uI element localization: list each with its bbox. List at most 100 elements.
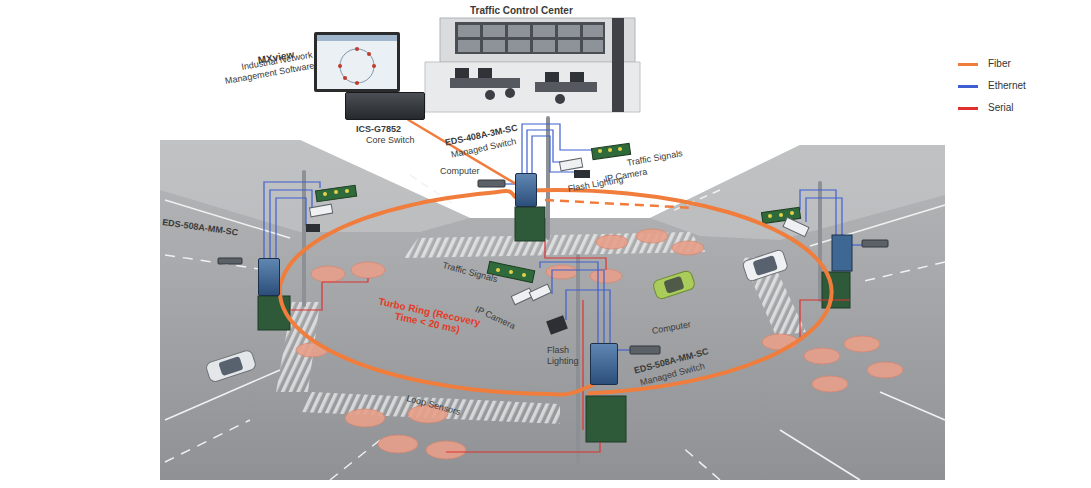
pole — [818, 183, 822, 300]
loop-sensor — [762, 334, 798, 350]
road — [160, 140, 945, 480]
legend-text: Ethernet — [988, 80, 1026, 92]
legend-swatch — [958, 107, 978, 110]
signal-lamp — [345, 189, 349, 193]
fiber-ring — [525, 190, 832, 393]
fiber-ring — [525, 190, 832, 393]
ethernet-wire — [522, 124, 592, 175]
monitor-screen — [367, 52, 371, 56]
control-room — [455, 68, 469, 78]
device-label: Computer — [440, 166, 480, 177]
control-room — [545, 72, 559, 82]
control-room — [483, 40, 505, 52]
fiber-dashed — [545, 200, 695, 208]
signal-lamp — [608, 148, 612, 152]
loop-sensor — [804, 348, 840, 364]
loop-sensor — [351, 262, 385, 278]
managed-switch: EDS-508A-MM-SCManaged Switch — [590, 343, 618, 385]
control-room — [450, 78, 520, 88]
switch — [832, 235, 852, 271]
control-room — [535, 82, 597, 92]
signal-lamp — [522, 273, 526, 277]
loop-sensor — [590, 269, 622, 283]
device-label: Traffic Signals — [626, 148, 684, 169]
node-title: ICS-G7852 — [356, 124, 401, 135]
legend-text: Fiber — [988, 58, 1011, 70]
loop-sensor — [426, 441, 466, 459]
car — [652, 270, 696, 300]
serial-wire — [290, 282, 322, 310]
managed-switch: EDS-508A-MM-SC — [258, 258, 280, 296]
legend-text: Serial — [988, 102, 1014, 114]
node-title: Traffic Control Center — [470, 5, 573, 16]
crosswalk — [276, 232, 806, 424]
signal-lamp — [790, 211, 794, 215]
ip-camera — [309, 204, 332, 217]
monitor-screen — [372, 64, 376, 68]
control-room — [583, 40, 603, 52]
cabinet — [822, 272, 850, 308]
monitor-screen — [317, 35, 397, 41]
computer — [478, 180, 505, 187]
ethernet-wire — [552, 270, 604, 343]
ethernet-wire — [276, 198, 306, 258]
monitor-screen — [317, 35, 397, 89]
control-room — [483, 25, 505, 37]
control-room — [425, 62, 640, 112]
control-room — [478, 68, 492, 78]
ip-camera — [309, 158, 809, 305]
control-room — [558, 25, 580, 37]
loop-sensor — [844, 336, 880, 352]
serial-wire — [582, 300, 583, 430]
legend-swatch — [958, 85, 978, 88]
signal-lamp — [779, 213, 783, 217]
fiber-link — [280, 286, 593, 395]
computer — [630, 346, 660, 354]
signal-lamp — [509, 270, 513, 274]
loop-sensor — [311, 266, 345, 282]
managed-switch: EDS-408A-3M-SCManaged Switch — [515, 173, 537, 207]
pole — [304, 118, 820, 462]
legend-swatch — [958, 63, 978, 66]
road — [160, 140, 470, 232]
loop-sensor — [636, 229, 668, 243]
computer — [862, 240, 888, 247]
car — [205, 349, 257, 383]
serial-wire — [290, 241, 850, 452]
control-room — [505, 88, 515, 98]
control-room — [533, 25, 555, 37]
loop-sensor — [672, 241, 704, 255]
loop-sensor — [296, 229, 903, 459]
lane-marking — [880, 392, 945, 420]
fiber-link — [280, 191, 515, 285]
serial-wire — [446, 442, 600, 452]
ethernet-wire — [806, 198, 842, 235]
control-room — [440, 18, 635, 62]
computer — [218, 180, 888, 354]
node-subtitle: Core Switch — [366, 135, 415, 146]
computer — [218, 258, 242, 264]
lane-marking — [330, 440, 380, 480]
loop-sensor — [546, 265, 578, 279]
lane-marking — [780, 430, 860, 480]
flash-light — [574, 170, 590, 178]
serial-wire — [545, 241, 606, 270]
loop-sensor — [596, 235, 628, 249]
monitor-screen — [355, 47, 359, 51]
road — [650, 145, 945, 240]
monitor-screen — [343, 76, 347, 80]
control-room — [458, 25, 603, 52]
loop-sensor — [378, 435, 418, 453]
signal-lamp — [598, 149, 602, 153]
loop-sensor — [812, 376, 848, 392]
signal-lamp — [496, 268, 500, 272]
control-room — [533, 40, 555, 52]
signal-lamp — [323, 192, 327, 196]
car — [663, 276, 684, 294]
monitor-screen — [317, 35, 397, 89]
serial-wire — [322, 278, 368, 282]
lane-marking — [165, 420, 250, 462]
